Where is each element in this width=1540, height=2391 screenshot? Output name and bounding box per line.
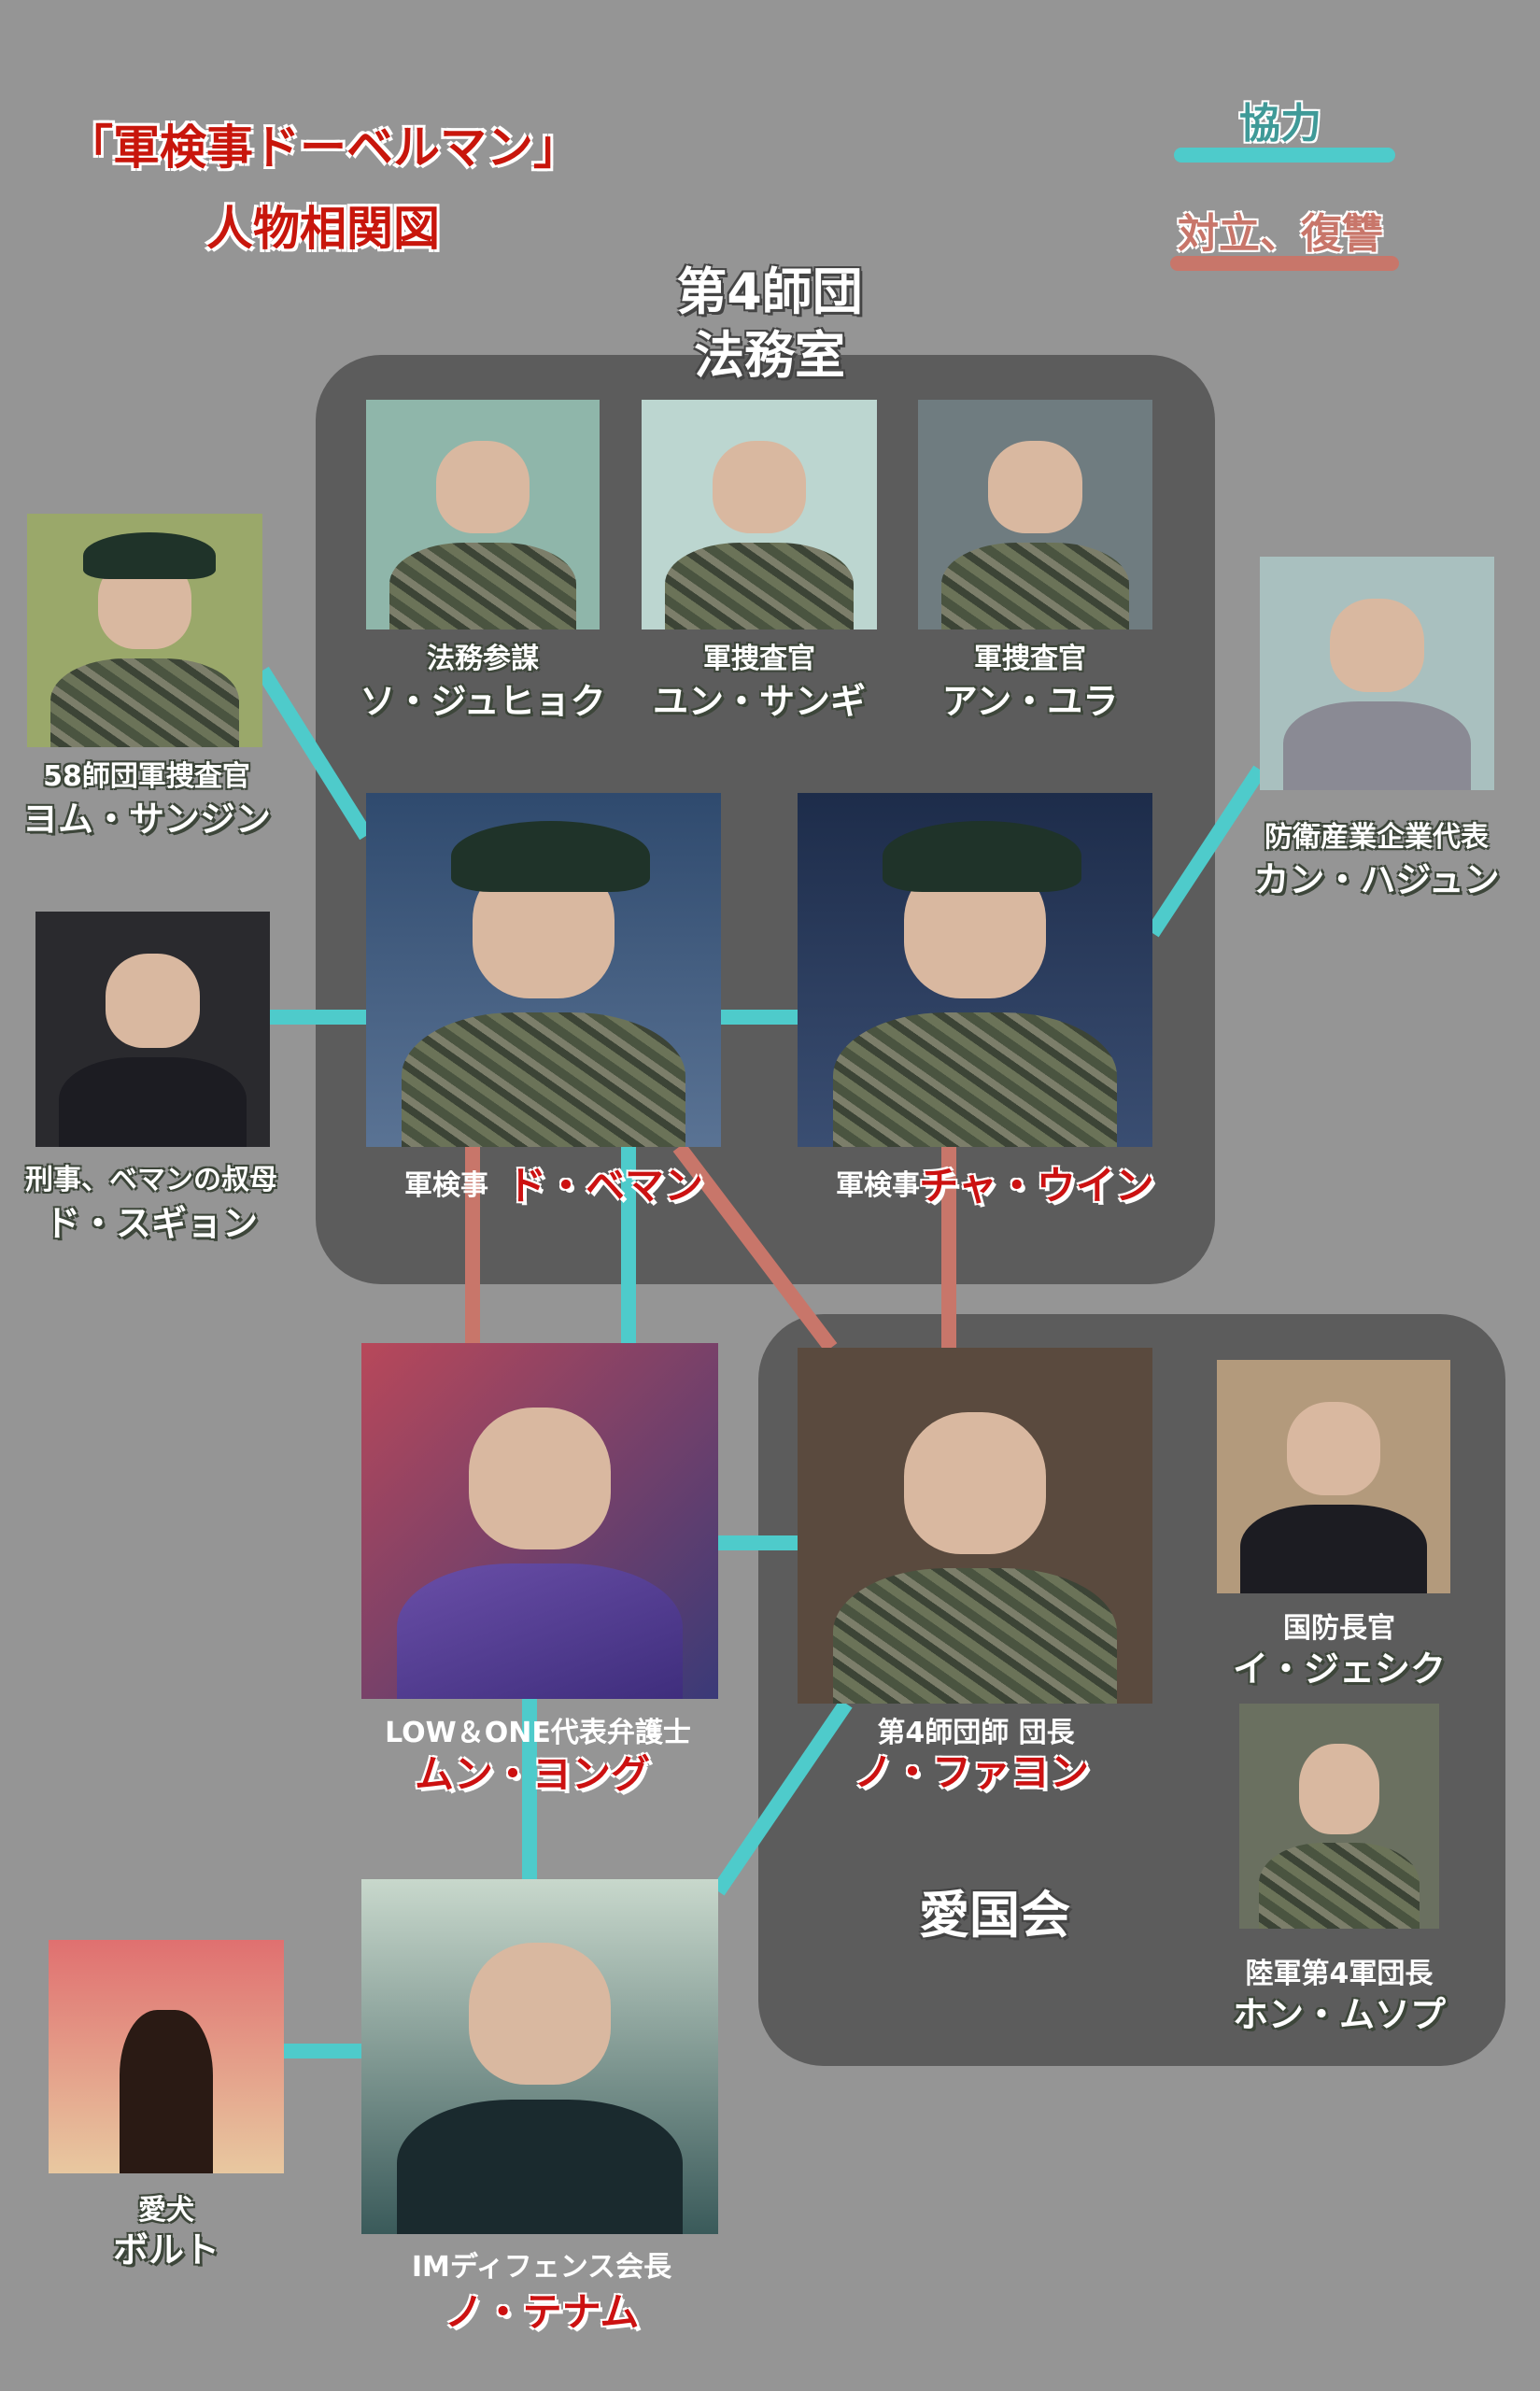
character-role: IMディフェンス会長: [411, 2251, 672, 2284]
character-name: ホン・ムソプ: [1232, 1994, 1447, 2035]
legend-cooperation-label: 協力: [1239, 100, 1321, 148]
character-role: 第4師団師 団長: [877, 1717, 1075, 1749]
character-name: ド・スギョン: [44, 1203, 259, 1244]
photo-noh-hwayeong: [798, 1348, 1152, 1704]
relation-line-hwayeong-taenam: [712, 1699, 853, 1896]
legend-conflict-label: 対立、復讐: [1178, 210, 1383, 258]
character-role: 防衛産業企業代表: [1264, 821, 1489, 854]
photo-noh-taenam: [361, 1879, 718, 2234]
photo-lee-jaesik: [1217, 1360, 1450, 1593]
character-role: 58師団軍捜査官: [43, 760, 250, 793]
character-role: 軍捜査官: [703, 643, 815, 675]
character-role: 刑事、ベマンの叔母: [25, 1164, 277, 1196]
character-name: ノ・ファヨン: [853, 1749, 1090, 1795]
character-name: チャ・ウイン: [919, 1163, 1154, 1209]
character-name: カン・ハジュン: [1253, 859, 1500, 900]
legend-conflict-bar: [1170, 256, 1399, 271]
character-name: イ・ジェシク: [1232, 1648, 1447, 1690]
group-legal-office-title-line1: 第4師団: [676, 262, 863, 321]
character-role: 陸軍第4軍団長: [1245, 1958, 1434, 1990]
diagram-title: 「軍検事ドーベルマン」: [66, 120, 580, 175]
character-role: 法務参謀: [427, 643, 539, 675]
group-patriot-society-title: 愛国会: [919, 1886, 1070, 1945]
character-name: ユン・サンギ: [652, 681, 867, 722]
character-name: ムン・ヨング: [414, 1751, 651, 1797]
character-role: 軍検事: [836, 1169, 920, 1202]
legend-cooperation-bar: [1174, 148, 1395, 163]
character-name: ヨム・サンジン: [21, 799, 272, 840]
photo-moon-yeonggu: [361, 1343, 718, 1699]
photo-yoon-sanggi: [642, 400, 877, 630]
character-role: LOW＆ONE代表弁護士: [385, 1717, 691, 1749]
relation-line-yom-beman: [256, 666, 373, 841]
character-name: ノ・テナム: [444, 2289, 640, 2335]
photo-seo-juhyeok: [366, 400, 600, 630]
character-name: ド・ベマン: [506, 1163, 704, 1209]
diagram-subtitle: 人物相関図: [206, 202, 440, 256]
photo-kang-hajun: [1260, 557, 1494, 790]
relation-line-kang-cha: [1146, 765, 1266, 938]
relation-line-beman-hwayeong: [672, 1142, 838, 1352]
character-name: アン・ユラ: [941, 681, 1119, 722]
group-legal-office-title-line2: 法務室: [694, 326, 845, 385]
character-role: 軍検事: [404, 1169, 488, 1202]
character-role: 軍捜査官: [974, 643, 1086, 675]
photo-do-sugyeong: [35, 912, 270, 1147]
photo-cha-woo-in: [798, 793, 1152, 1147]
photo-do-beman: [366, 793, 721, 1147]
photo-bolt-dog: [49, 1940, 284, 2173]
character-role: 愛犬: [138, 2194, 194, 2227]
photo-ahn-yura: [918, 400, 1152, 630]
character-name: ソ・ジュヒョク: [360, 681, 606, 722]
photo-yeom-sangjin: [27, 514, 262, 747]
photo-hong-museop: [1239, 1704, 1439, 1929]
character-role: 国防長官: [1283, 1612, 1395, 1645]
character-name: ボルト: [112, 2229, 220, 2271]
